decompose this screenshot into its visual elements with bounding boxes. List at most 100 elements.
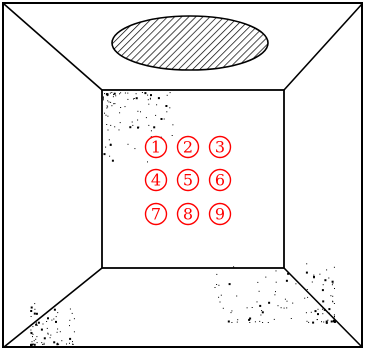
speckle	[291, 318, 292, 319]
speckle	[231, 312, 232, 313]
speckle	[307, 321, 308, 322]
speckle	[323, 284, 324, 285]
speckle	[215, 287, 216, 288]
speckle	[252, 307, 253, 308]
speckle	[331, 321, 333, 323]
speckle	[134, 98, 135, 99]
speckle	[319, 274, 320, 275]
speckle	[332, 283, 333, 284]
speckle	[137, 127, 139, 129]
speckle	[334, 267, 335, 268]
speckle	[69, 343, 70, 344]
speckle	[35, 339, 36, 340]
speckle	[144, 92, 146, 94]
speckle	[332, 281, 334, 283]
speckle	[169, 107, 170, 108]
speckle	[69, 320, 70, 321]
speckle	[151, 130, 152, 131]
speckle	[259, 305, 261, 307]
speckle	[36, 322, 37, 323]
marker-label: 9	[215, 205, 225, 224]
speckle	[153, 126, 155, 128]
speckle	[53, 319, 54, 320]
speckle	[223, 308, 224, 309]
speckle	[308, 322, 309, 323]
speckle	[333, 321, 334, 322]
speckle	[109, 156, 110, 157]
speckle	[32, 341, 33, 342]
speckle	[284, 308, 285, 309]
speckle	[274, 319, 275, 320]
speckle	[30, 330, 31, 331]
speckle	[48, 334, 49, 335]
speckle	[257, 301, 258, 302]
speckle	[120, 107, 121, 108]
speckle	[127, 99, 128, 100]
speckle	[36, 313, 38, 315]
speckle	[276, 270, 277, 271]
speckle	[287, 273, 289, 275]
speckle	[167, 95, 168, 96]
speckle	[158, 97, 160, 99]
speckle	[166, 111, 167, 112]
marker-7: 7	[146, 204, 167, 225]
speckle	[113, 103, 114, 104]
speckle	[150, 94, 152, 96]
speckle	[334, 288, 335, 289]
marker-2: 2	[178, 137, 199, 158]
marker-label: 1	[151, 138, 161, 157]
speckle	[155, 115, 156, 116]
speckle	[140, 111, 141, 112]
marker-label: 6	[215, 171, 225, 190]
speckle	[313, 276, 315, 278]
speckle	[249, 322, 250, 323]
speckle	[31, 316, 32, 317]
speckle	[257, 282, 258, 283]
speckle	[42, 344, 43, 345]
speckle	[322, 309, 323, 310]
speckle	[34, 309, 35, 310]
marker-5: 5	[178, 170, 199, 191]
speckle	[105, 147, 106, 148]
speckle	[295, 283, 296, 284]
speckle	[306, 272, 308, 274]
speckle	[275, 291, 276, 292]
speckle	[47, 328, 48, 329]
speckle	[57, 332, 58, 333]
speckle	[119, 93, 120, 94]
speckle	[323, 322, 324, 323]
speckle	[172, 124, 173, 125]
speckle	[268, 302, 270, 304]
speckle	[31, 332, 33, 334]
speckle	[220, 302, 221, 303]
speckle	[255, 321, 256, 322]
speckle	[147, 95, 148, 96]
speckle	[170, 92, 171, 93]
speckle	[107, 105, 108, 106]
speckle	[161, 118, 163, 120]
speckle	[147, 161, 148, 162]
speckle	[132, 125, 133, 126]
speckle	[150, 98, 151, 99]
speckle	[317, 313, 319, 315]
speckle	[229, 283, 231, 285]
speckle	[231, 322, 232, 323]
marker-label: 7	[151, 205, 161, 224]
speckle	[107, 116, 108, 117]
speckle	[334, 319, 335, 320]
speckle	[113, 94, 114, 95]
speckle	[57, 312, 58, 313]
speckle	[74, 318, 75, 319]
speckle	[332, 301, 333, 302]
speckle	[44, 337, 46, 339]
speckle	[329, 313, 330, 314]
speckle	[66, 344, 67, 345]
speckle	[69, 325, 70, 326]
speckle	[281, 307, 282, 308]
speckle	[47, 317, 49, 319]
speckle	[136, 97, 138, 99]
speckle	[304, 298, 305, 299]
speckle	[306, 263, 307, 264]
speckle	[333, 317, 334, 318]
speckle	[322, 289, 324, 291]
